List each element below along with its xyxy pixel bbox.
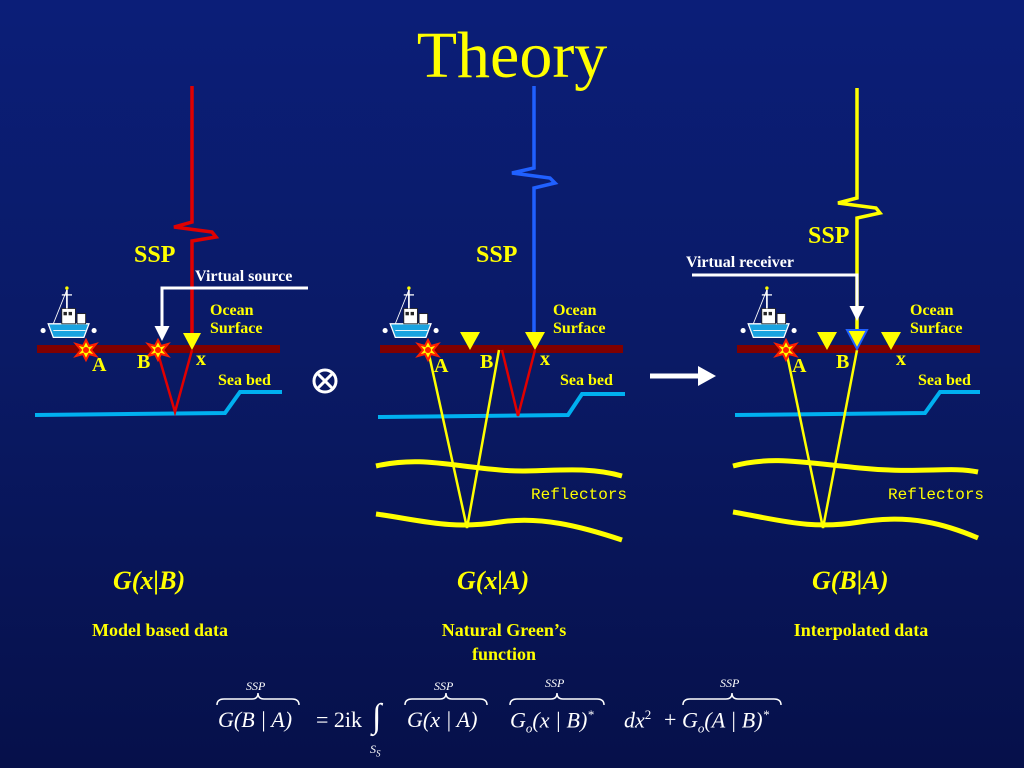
equation-term3: Go(A | B)* [682, 707, 769, 737]
ocean-surface-label: Ocean Surface [910, 302, 962, 338]
ocean-surface-label-line2: Surface [210, 320, 263, 337]
dx-sup: 2 [644, 707, 652, 722]
term3-sup: * [762, 707, 770, 722]
panel-caption-line1: Model based data [91, 620, 228, 640]
point-b-label: B [480, 351, 494, 373]
ray-yellow [784, 349, 859, 529]
panel-caption: Model based data [40, 618, 280, 642]
ssp-brace-label: SSP [434, 679, 454, 693]
receiver-triangle-icon [817, 332, 837, 350]
ocean-surface-label: Ocean Surface [210, 302, 262, 338]
slide-title: Theory [416, 19, 608, 92]
ssp-profile-red [173, 86, 220, 345]
ssp-braces [216, 692, 782, 706]
green-function-label: G(x|B) [113, 566, 186, 595]
panel-natural-green [375, 86, 625, 543]
point-b-label: B [137, 351, 151, 373]
virtual-source-label: Virtual source [195, 268, 293, 285]
reflectors-label: Reflectors [531, 486, 628, 504]
ssp-profile-blue [511, 86, 559, 345]
reflector-upper [375, 459, 623, 479]
ssp-label: SSP [134, 242, 176, 268]
green-function-label: G(x|A) [457, 566, 530, 595]
reflectors-label: Reflectors [888, 486, 985, 504]
sea-bed-line [734, 390, 980, 417]
ship-icon [39, 285, 98, 339]
point-a-label: A [792, 355, 807, 377]
integral-subscript-main: S [370, 742, 376, 756]
receiver-triangle-icon [845, 329, 869, 352]
ray-yellow [426, 349, 501, 529]
ship-icon [381, 285, 440, 339]
ocean-surface-label-line1: Ocean [553, 302, 597, 319]
virtual-receiver-label: Virtual receiver [686, 254, 794, 271]
term2-symbol: G [510, 707, 526, 733]
integral-subscript: SS [370, 742, 381, 758]
ray-red [500, 349, 537, 417]
term3-args: (A | B) [704, 707, 763, 733]
term3-symbol: G [682, 707, 698, 733]
sea-bed-label: Sea bed [218, 372, 271, 389]
dx-symbol: dx [624, 707, 645, 733]
panel-caption-line1: Interpolated data [793, 620, 929, 640]
term2-sub: o [525, 720, 533, 736]
ocean-surface-label: Ocean Surface [553, 302, 605, 338]
virtual-receiver-arrow [692, 273, 865, 321]
reflector-upper [732, 458, 979, 475]
equation-lhs: G(B | A) [218, 707, 293, 732]
ocean-surface-label-line1: Ocean [910, 302, 954, 319]
panel-caption-line2: function [471, 644, 536, 664]
ssp-label: SSP [476, 242, 518, 268]
point-b-label: B [836, 351, 850, 373]
term2-sup: * [587, 707, 594, 722]
ocean-surface-label-line1: Ocean [210, 302, 254, 319]
ssp-profile-yellow [837, 88, 884, 332]
right-arrow-icon [650, 366, 716, 386]
reflector-lower [375, 511, 623, 543]
sea-bed-line [377, 392, 625, 419]
ssp-label: SSP [808, 223, 850, 249]
receiver-triangle-icon [881, 332, 901, 350]
ship-icon [739, 285, 798, 339]
point-x-label: x [540, 348, 550, 370]
integral-subscript-sub: S [376, 748, 381, 759]
sea-bed-line [34, 390, 282, 417]
ocean-surface-label-line2: Surface [553, 320, 606, 337]
panel-caption: Interpolated data [741, 618, 981, 642]
ocean-surface-label-line2: Surface [910, 320, 963, 337]
integral-sign: ∫ [372, 698, 382, 735]
reflector-lower [732, 509, 979, 541]
ray-red [155, 349, 194, 417]
point-x-label: x [196, 348, 206, 370]
ssp-brace-label: SSP [720, 676, 740, 690]
equation-plus: + [664, 707, 677, 732]
term3-sub: o [697, 720, 705, 736]
panel-caption-line1: Natural Green’s [441, 620, 567, 640]
ssp-brace-label: SSP [545, 676, 565, 690]
panel-interpolated [692, 88, 980, 541]
receiver-triangle-icon [525, 332, 545, 350]
ssp-brace-label: SSP [246, 679, 266, 693]
sea-bed-label: Sea bed [918, 372, 971, 389]
point-a-label: A [434, 355, 449, 377]
panel-model-based [34, 86, 308, 417]
convolution-icon [312, 368, 338, 394]
equation-term1: G(x | A) [407, 707, 478, 732]
sea-bed-label: Sea bed [560, 372, 613, 389]
receiver-triangle-icon [183, 333, 201, 350]
point-x-label: x [896, 348, 906, 370]
equation-equals: = 2ik [316, 707, 363, 732]
panel-caption: Natural Green’s function [384, 618, 624, 666]
equation-term2: Go(x | B)* [510, 707, 594, 737]
receiver-triangle-icon [460, 332, 480, 350]
ocean-surface-bar [380, 345, 623, 353]
point-a-label: A [92, 354, 107, 376]
virtual-source-arrow [154, 286, 308, 341]
term2-args: (x | B) [532, 707, 588, 733]
green-function-label: G(B|A) [812, 566, 889, 595]
equation-dx: dx2 [624, 707, 651, 733]
ocean-surface-bar [737, 345, 980, 353]
